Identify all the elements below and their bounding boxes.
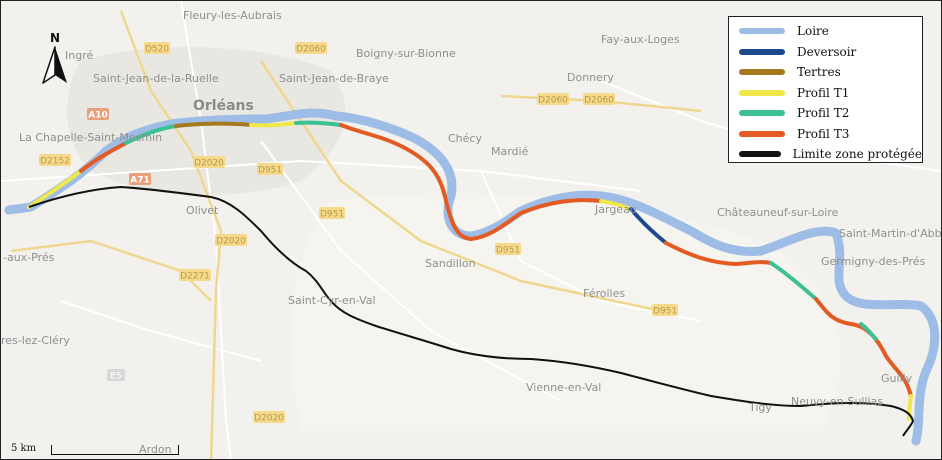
legend-label: Tertres <box>797 65 841 80</box>
place-saint-jean-de-braye: Saint-Jean-de-Braye <box>279 72 389 85</box>
road-label-d520: D520 <box>144 42 170 55</box>
place-neuvy: Neuvy-en-Sullias <box>791 395 883 408</box>
legend-item-loire: Loire <box>739 21 922 42</box>
place-ferolles: Férolles <box>583 287 625 300</box>
svg-text:D951: D951 <box>653 307 677 317</box>
place-olivet: Olivet <box>186 204 219 217</box>
place-aux-pres: -aux-Prés <box>3 251 55 264</box>
legend-swatch-profil-t2 <box>739 110 785 117</box>
legend-swatch-profil-t3 <box>739 130 785 137</box>
place-guilly: Guilly <box>881 372 913 385</box>
road-label-d2060: D2060 <box>295 42 327 55</box>
place-donnery: Donnery <box>567 71 614 84</box>
countryside-area <box>291 193 841 431</box>
svg-text:D520: D520 <box>145 45 169 55</box>
svg-text:D951: D951 <box>258 166 282 176</box>
place-clery: res-lez-Cléry <box>1 334 70 347</box>
road-label-e5: E5 <box>107 369 125 382</box>
road-label-d2020-2: D2020 <box>215 234 247 247</box>
legend-item-limite: Limite zone protégée <box>739 144 922 165</box>
road-label-d2060-east: D2060 <box>537 93 569 106</box>
place-saint-cyr: Saint-Cyr-en-Val <box>288 294 376 307</box>
place-chateauneuf: Châteauneuf-sur-Loire <box>717 206 839 219</box>
road-label-d2020-3: D2020 <box>253 411 285 424</box>
place-checy: Chécy <box>448 132 482 145</box>
legend-swatch-loire <box>739 28 785 35</box>
legend-item-deversoir: Deversoir <box>739 42 922 63</box>
place-tigy: Tigy <box>748 401 772 414</box>
road-label-a71: A71 <box>129 173 151 186</box>
road-label-d951-4: D951 <box>652 304 678 317</box>
svg-text:D2020: D2020 <box>216 237 246 247</box>
svg-text:D2060: D2060 <box>538 96 568 106</box>
place-ingre: Ingré <box>65 49 93 62</box>
legend-label: Limite zone protégée <box>792 147 922 162</box>
place-ardon: Ardon <box>139 443 172 456</box>
svg-text:D2152: D2152 <box>40 157 70 167</box>
road-label-d951-3: D951 <box>495 243 521 256</box>
svg-text:D2060: D2060 <box>296 45 326 55</box>
place-jargeau: Jargeau <box>594 203 637 216</box>
place-fleury: Fleury-les-Aubrais <box>183 9 282 22</box>
road-label-d951-2: D951 <box>319 207 345 220</box>
legend-label: Profil T2 <box>797 106 850 121</box>
road-label-d951: D951 <box>257 163 283 176</box>
svg-text:D2020: D2020 <box>194 159 224 169</box>
north-arrow-icon <box>42 46 67 84</box>
legend-item-profil-t3: Profil T3 <box>739 124 922 145</box>
svg-text:D2020: D2020 <box>254 414 284 424</box>
road-label-d2020: D2020 <box>193 156 225 169</box>
place-boigny: Boigny-sur-Bionne <box>356 47 456 60</box>
legend-item-tertres: Tertres <box>739 62 922 83</box>
svg-text:E5: E5 <box>110 372 121 382</box>
svg-text:A71: A71 <box>130 176 150 186</box>
road-label-d2271: D2271 <box>179 269 211 282</box>
protected-zone-limit <box>28 186 914 437</box>
place-orleans: Orléans <box>193 98 254 114</box>
legend-label: Loire <box>797 24 829 39</box>
dike-segments <box>27 120 913 421</box>
north-letter: N <box>49 31 61 45</box>
north-arrow: N <box>41 31 71 87</box>
legend-swatch-profil-t1 <box>739 89 785 96</box>
place-saint-jean-de-la-ruelle: Saint-Jean-de-la-Ruelle <box>93 72 219 85</box>
legend-item-profil-t1: Profil T1 <box>739 83 922 104</box>
legend-swatch-tertres <box>739 69 785 76</box>
map-legend: Loire Deversoir Tertres Profil T1 Profil… <box>728 16 923 163</box>
legend-label: Profil T1 <box>797 85 850 100</box>
place-sandillon: Sandillon <box>425 257 476 270</box>
place-la-chapelle: La Chapelle-Saint-Mesmin <box>19 131 162 144</box>
svg-text:A10: A10 <box>88 111 108 121</box>
legend-label: Profil T3 <box>797 126 850 141</box>
road-label-d2152: D2152 <box>39 154 71 167</box>
place-fay: Fay-aux-Loges <box>601 33 680 46</box>
scale-label: 5 km <box>11 443 37 454</box>
svg-text:D2271: D2271 <box>180 272 210 282</box>
svg-text:D951: D951 <box>496 246 520 256</box>
place-vienne: Vienne-en-Val <box>526 381 601 394</box>
legend-swatch-limite <box>739 151 781 158</box>
svg-text:D2060: D2060 <box>584 96 614 106</box>
svg-text:D951: D951 <box>320 210 344 220</box>
road-label-d2060-east-2: D2060 <box>583 93 615 106</box>
legend-label: Deversoir <box>797 44 857 59</box>
place-saint-martin: Saint-Martin-d'Abbat <box>839 227 942 240</box>
legend-item-profil-t2: Profil T2 <box>739 103 922 124</box>
road-label-a10: A10 <box>87 108 109 121</box>
place-mardie: Mardié <box>491 145 529 158</box>
legend-swatch-deversoir <box>739 48 785 55</box>
place-germigny: Germigny-des-Prés <box>821 255 926 268</box>
scale-bar-line <box>51 445 179 455</box>
